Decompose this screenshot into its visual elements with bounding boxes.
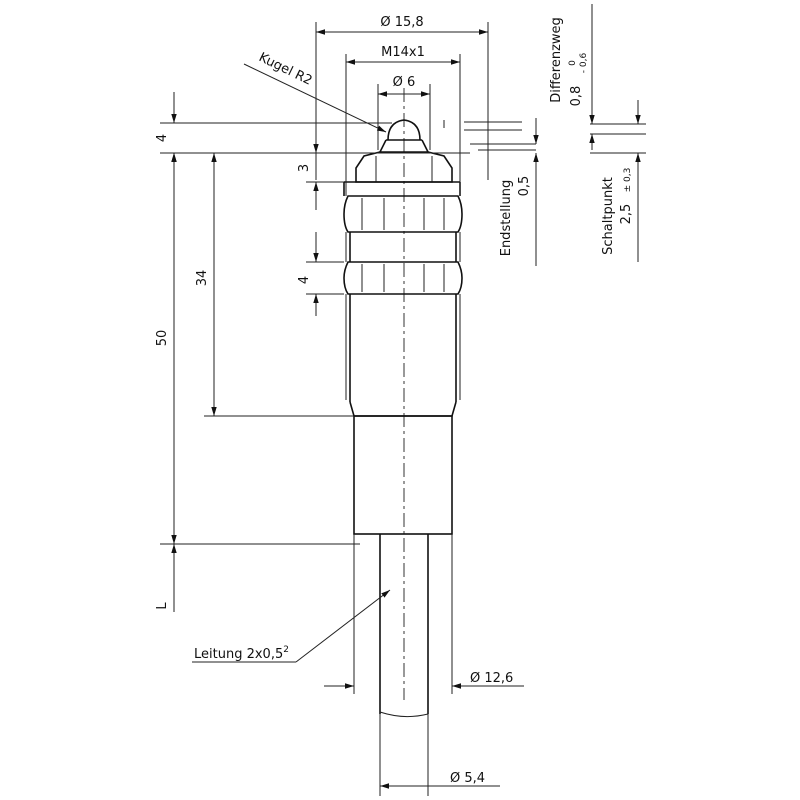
hex-nut-lower xyxy=(343,261,463,295)
dim-body-diameter-label: Ø 12,6 xyxy=(470,671,513,686)
dim-nut-4-label: 4 xyxy=(297,276,312,284)
hex-head xyxy=(343,151,461,196)
dim-ball-diameter: Ø 6 xyxy=(377,75,431,150)
cable-label: Leitung 2x0,52 xyxy=(194,645,289,662)
dim-cable-diameter-label: Ø 5,4 xyxy=(450,771,485,786)
hex-nut-upper xyxy=(343,195,463,233)
dim-ball-diameter-label: Ø 6 xyxy=(393,75,416,90)
dim-34: 34 xyxy=(195,153,217,416)
dim-top-4-label: 4 xyxy=(155,134,170,142)
ball-radius-label: Kugel R2 xyxy=(256,50,314,89)
dim-34-label: 34 xyxy=(195,270,210,287)
switch-point-title: Schaltpunkt xyxy=(601,177,616,255)
differential-travel-tolerance: - 0,6 xyxy=(579,53,589,74)
dim-thread-label: M14x1 xyxy=(381,45,425,60)
end-position-title: Endstellung xyxy=(499,180,514,257)
dim-50: 50 xyxy=(155,153,177,544)
thread-body xyxy=(345,232,461,262)
ball-tip xyxy=(378,119,430,153)
end-position-value: 0,5 xyxy=(517,176,532,197)
dim-differential-travel: Differenzweg 0 0,8 - 0,6 xyxy=(549,4,595,150)
dim-cable-diameter: Ø 5,4 xyxy=(379,714,500,796)
differential-travel-upper: 0 xyxy=(568,60,578,66)
dim-nut-4: 4 xyxy=(297,232,319,316)
switch-reference-lines xyxy=(443,120,646,154)
cable-sleeve xyxy=(353,415,453,535)
dim-3: 3 xyxy=(297,124,319,210)
dim-length-l: L xyxy=(155,544,177,612)
dim-outer-diameter: Ø 15,8 xyxy=(315,15,489,180)
dim-outer-diameter-label: Ø 15,8 xyxy=(380,15,423,30)
dim-3-label: 3 xyxy=(297,164,312,172)
sensor-body xyxy=(345,294,461,417)
cable xyxy=(379,534,429,718)
differential-travel-value: 0,8 xyxy=(569,86,584,107)
cable-callout: Leitung 2x0,52 xyxy=(192,589,391,663)
dim-body-diameter: Ø 12,6 xyxy=(324,534,524,694)
dim-length-l-label: L xyxy=(155,602,170,610)
dim-thread: M14x1 xyxy=(345,45,461,196)
switch-point-value: 2,5 xyxy=(619,204,634,225)
dim-top-4: 4 xyxy=(155,92,177,184)
dim-50-label: 50 xyxy=(155,330,170,347)
dim-end-position: Endstellung 0,5 xyxy=(499,118,539,266)
switch-point-tolerance: ± 0,3 xyxy=(623,168,633,193)
differential-travel-title: Differenzweg xyxy=(549,17,564,103)
dim-switch-point: Schaltpunkt 2,5 ± 0,3 xyxy=(601,100,641,262)
